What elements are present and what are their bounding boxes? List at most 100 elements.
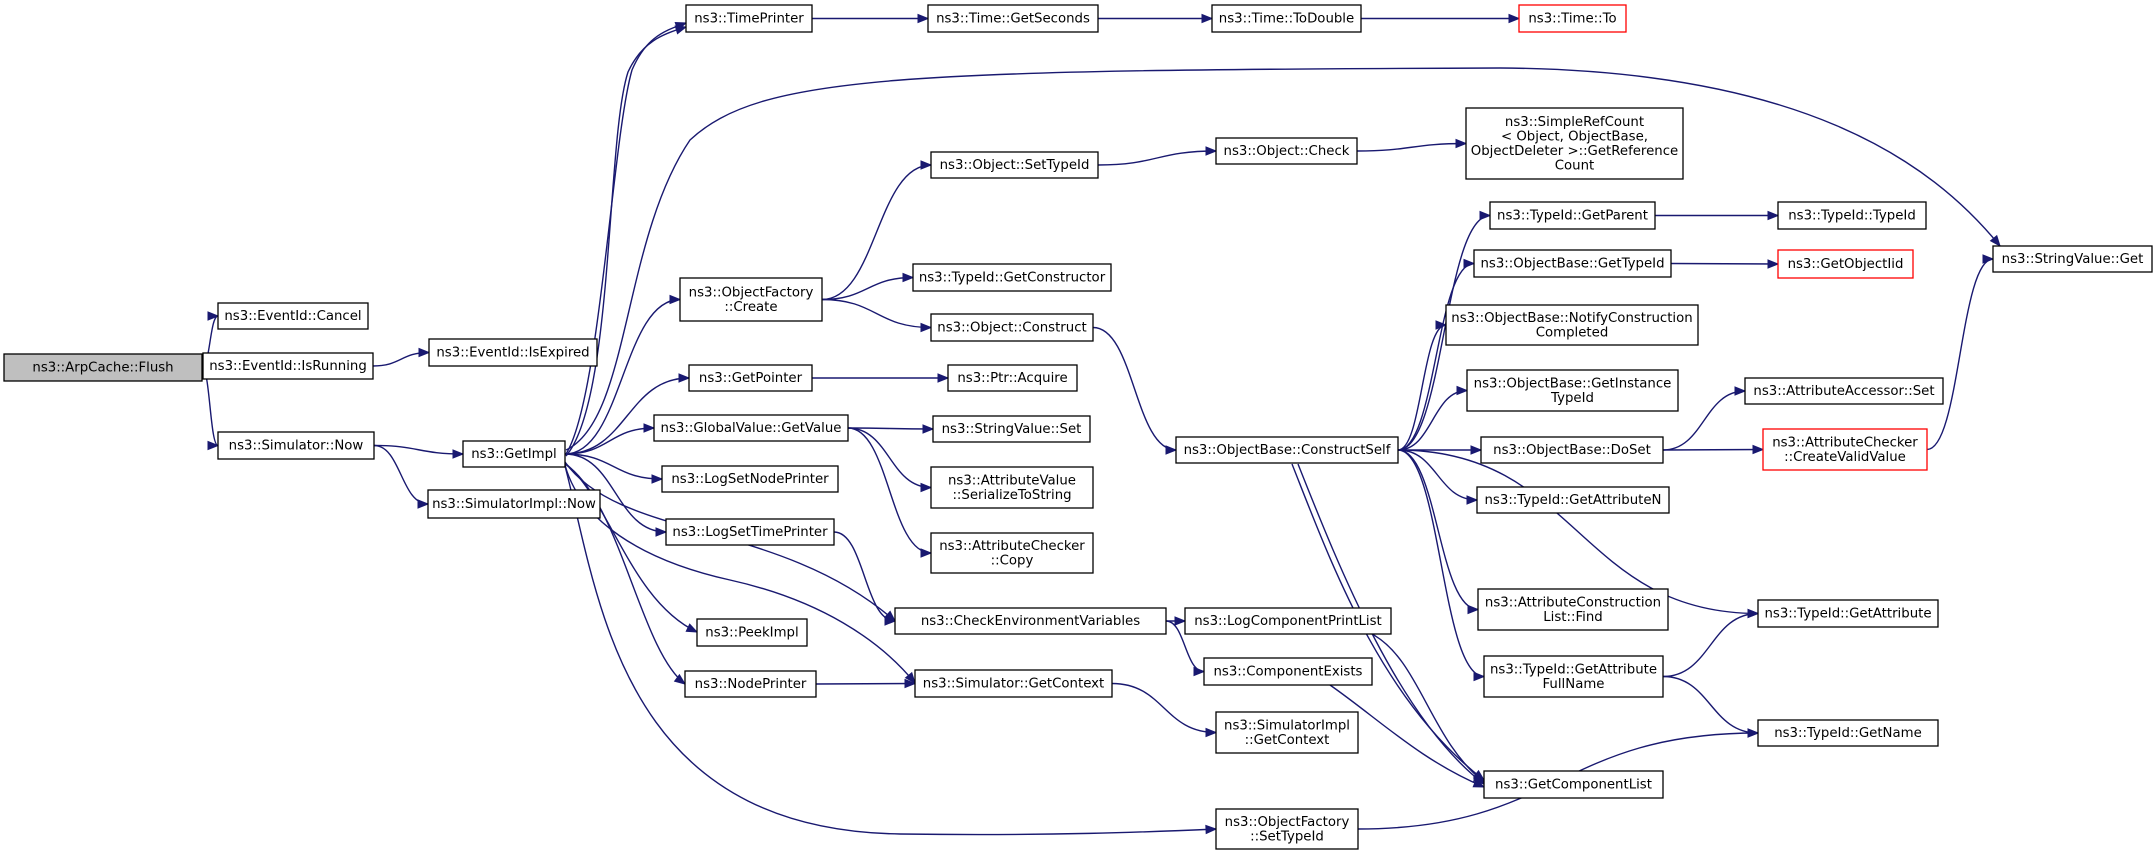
- node-todouble[interactable]: ns3::Time::ToDouble: [1211, 4, 1362, 33]
- node-simplerefcount[interactable]: ns3::SimpleRefCount< Object, ObjectBase,…: [1465, 107, 1684, 180]
- edge-line: [1662, 675, 1759, 734]
- node-label: ns3::TimePrinter: [694, 12, 804, 27]
- node-label: ns3::GlobalValue::GetValue: [661, 421, 842, 436]
- node-box: [1777, 201, 1927, 230]
- node-box: [930, 466, 1094, 509]
- node-label: ns3::ObjectBase::NotifyConstruction: [1451, 311, 1692, 326]
- node-settypeid[interactable]: ns3::Object::SetTypeId: [930, 151, 1099, 179]
- edge-constructself-to-getattributen: [1397, 449, 1479, 505]
- node-doset[interactable]: ns3::ObjectBase::DoSet: [1480, 436, 1664, 464]
- node-getparent[interactable]: ns3::TypeId::GetParent: [1489, 201, 1656, 230]
- node-label: ns3::Time::ToDouble: [1219, 12, 1354, 27]
- node-obgettypeid[interactable]: ns3::ObjectBase::GetTypeId: [1473, 249, 1672, 278]
- edge-arrowhead: [1470, 445, 1483, 455]
- node-label: < Object, ObjectBase,: [1501, 129, 1648, 144]
- node-componentexists[interactable]: ns3::ComponentExists: [1203, 657, 1373, 686]
- node-objconstruct[interactable]: ns3::Object::Construct: [930, 313, 1094, 342]
- edge-line: [565, 26, 687, 457]
- node-isrunning[interactable]: ns3::EventId::IsRunning: [202, 352, 374, 380]
- node-peekimpl[interactable]: ns3::PeekImpl: [696, 618, 808, 647]
- node-ofsettypeid[interactable]: ns3::ObjectFactory::SetTypeId: [1215, 808, 1359, 850]
- edge-arrowhead: [1435, 320, 1448, 330]
- node-nodeprinter[interactable]: ns3::NodePrinter: [684, 670, 817, 698]
- node-box: [462, 440, 566, 468]
- node-getobjectiid[interactable]: ns3::GetObjectIid: [1777, 249, 1914, 279]
- node-checkenv[interactable]: ns3::CheckEnvironmentVariables: [894, 607, 1167, 635]
- edge-line: [1397, 214, 1491, 451]
- node-isexpired[interactable]: ns3::EventId::IsExpired: [428, 338, 598, 367]
- node-getattributen[interactable]: ns3::TypeId::GetAttributeN: [1476, 486, 1670, 514]
- node-box: [930, 151, 1099, 179]
- node-box: [1762, 428, 1928, 471]
- node-getcomponentlist[interactable]: ns3::GetComponentList: [1483, 770, 1664, 799]
- node-stringvalueget[interactable]: ns3::StringValue::Get: [1992, 245, 2153, 273]
- node-timeprinter[interactable]: ns3::TimePrinter: [685, 4, 813, 33]
- node-simnow[interactable]: ns3::Simulator::Now: [217, 431, 375, 460]
- edge-line: [821, 298, 932, 329]
- node-label: ns3::ObjectBase::GetTypeId: [1480, 257, 1664, 272]
- node-notifyconstruction[interactable]: ns3::ObjectBase::NotifyConstructionCompl…: [1445, 304, 1699, 346]
- node-simimplgetcontext[interactable]: ns3::SimulatorImpl::GetContext: [1215, 711, 1359, 754]
- node-label: TypeId: [1550, 391, 1594, 406]
- node-label: ObjectDeleter >::GetReference: [1471, 144, 1678, 159]
- edge-arrowhead: [669, 294, 682, 305]
- node-lognodeprinter[interactable]: ns3::LogSetNodePrinter: [661, 465, 839, 493]
- node-constructself[interactable]: ns3::ObjectBase::ConstructSelf: [1175, 436, 1399, 464]
- edge-arrowhead: [1982, 254, 1995, 264]
- edge-arrowhead: [1455, 138, 1468, 149]
- node-box: [1211, 4, 1362, 33]
- node-getattribute[interactable]: ns3::TypeId::GetAttribute: [1757, 599, 1939, 628]
- node-ofcreate[interactable]: ns3::ObjectFactory::Create: [679, 277, 823, 322]
- edge-arrowhead: [884, 616, 897, 626]
- edge-line: [1670, 262, 1779, 265]
- node-box: [1473, 249, 1672, 278]
- edge-nodeprinter-to-simgetcontext: [815, 678, 917, 689]
- node-logtimeprinter[interactable]: ns3::LogSetTimePrinter: [665, 518, 835, 546]
- node-timeto[interactable]: ns3::Time::To: [1518, 4, 1627, 33]
- node-label: ns3::GetComponentList: [1495, 778, 1652, 793]
- node-label: ns3::GetImpl: [471, 447, 556, 462]
- node-label: ::SerializeToString: [952, 488, 1071, 503]
- node-getimpl[interactable]: ns3::GetImpl: [462, 440, 566, 468]
- node-stringvalueset[interactable]: ns3::StringValue::Set: [932, 415, 1091, 443]
- node-label: ::GetContext: [1245, 733, 1330, 748]
- edge-arrowhead: [673, 673, 687, 685]
- node-accessorset[interactable]: ns3::AttributeAccessor::Set: [1744, 377, 1944, 405]
- node-label: ::CreateValidValue: [1784, 450, 1906, 465]
- node-objcheck[interactable]: ns3::Object::Check: [1215, 137, 1358, 165]
- node-box: [1445, 304, 1699, 346]
- edge-doset-to-createvalidvalue: [1662, 444, 1765, 455]
- node-label: ::SetTypeId: [1250, 829, 1324, 844]
- node-box: [217, 302, 369, 330]
- edge-line: [1397, 262, 1475, 451]
- node-simimplnow[interactable]: ns3::SimulatorImpl::Now: [427, 489, 601, 519]
- edge-arrowhead: [1456, 385, 1469, 396]
- node-ptracquire[interactable]: ns3::Ptr::Acquire: [947, 364, 1078, 392]
- edge-line: [565, 67, 2001, 451]
- node-simgetcontext[interactable]: ns3::Simulator::GetContext: [914, 669, 1113, 698]
- edge-getimpl-to-nodeprinter: [564, 463, 687, 685]
- node-typeidgetname[interactable]: ns3::TypeId::GetName: [1757, 719, 1939, 747]
- edge-constructself-to-getparent: [1397, 210, 1492, 451]
- node-checkercopy[interactable]: ns3::AttributeChecker::Copy: [930, 532, 1094, 574]
- node-logcomponentprintlist[interactable]: ns3::LogComponentPrintList: [1184, 607, 1392, 635]
- edge-line: [847, 427, 932, 489]
- node-flush[interactable]: ns3::ArpCache::Flush: [3, 353, 203, 382]
- node-createvalidvalue[interactable]: ns3::AttributeChecker::CreateValidValue: [1762, 428, 1928, 471]
- node-getpointer[interactable]: ns3::GetPointer: [688, 364, 813, 392]
- node-getconstructor[interactable]: ns3::TypeId::GetConstructor: [912, 263, 1112, 292]
- node-gvgetvalue[interactable]: ns3::GlobalValue::GetValue: [653, 414, 849, 442]
- edge-getimpl-to-lognodeprinter: [564, 453, 664, 484]
- edge-getattributefullname-to-typeidgetname: [1662, 675, 1760, 738]
- node-typeidtypeid[interactable]: ns3::TypeId::TypeId: [1777, 201, 1927, 230]
- node-box: [1483, 770, 1664, 799]
- node-getseconds[interactable]: ns3::Time::GetSeconds: [927, 4, 1099, 33]
- node-label: ns3::AttributeChecker: [1772, 435, 1918, 450]
- node-label: ns3::Object::Check: [1224, 144, 1350, 159]
- node-cancel[interactable]: ns3::EventId::Cancel: [217, 302, 369, 330]
- node-serializetostring[interactable]: ns3::AttributeValue::SerializeToString: [930, 466, 1094, 509]
- edge-line: [821, 164, 932, 301]
